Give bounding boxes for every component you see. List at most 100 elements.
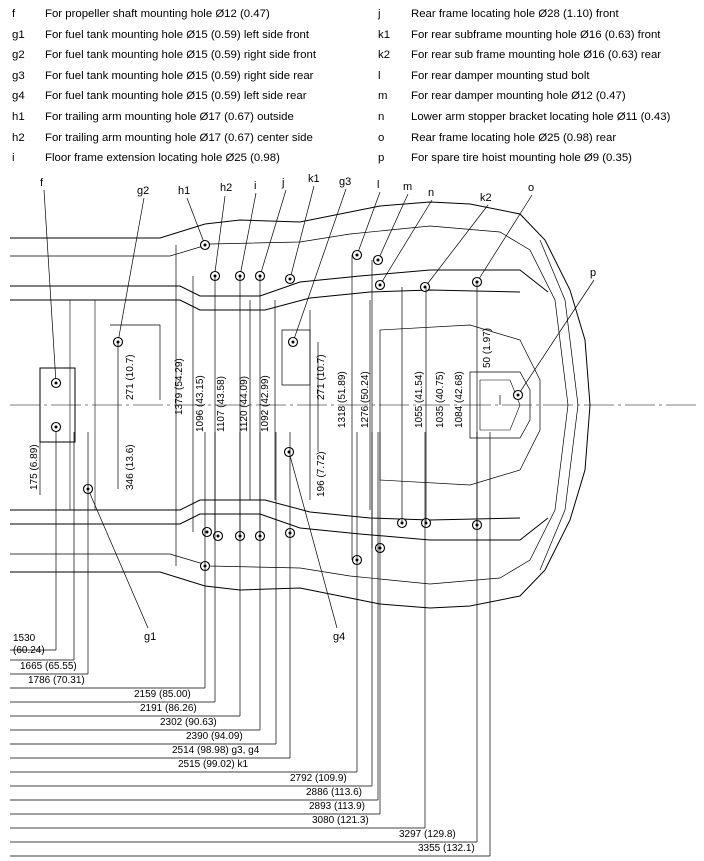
mounting-hole-center — [216, 534, 220, 538]
legend-code: h2 — [12, 131, 25, 144]
vehicle-floor-outline — [10, 201, 700, 609]
vdim-271-front: 271 (10.7) — [125, 354, 136, 400]
mounting-hole-center — [378, 283, 382, 287]
label-n: n — [428, 187, 434, 199]
legend-code: k2 — [378, 49, 391, 62]
legend-code: n — [378, 110, 385, 123]
legend-row: k2 For rear sub frame mounting hole Ø16 (… — [378, 45, 704, 66]
legend-code: p — [378, 152, 385, 165]
leader-lines — [43, 185, 595, 629]
mounting-hole-center — [54, 425, 58, 429]
hdim-2514: 2514 (98.98) g3, g4 — [172, 745, 260, 756]
hdim-2390: 2390 (94.09) — [186, 731, 243, 742]
vdim-1120: 1120 (44.09) — [239, 376, 250, 432]
legend-text: For fuel tank mounting hole Ø15 (0.59) l… — [45, 90, 307, 103]
legend-text: For fuel tank mounting hole Ø15 (0.59) r… — [45, 69, 314, 82]
legend-text: For spare tire hoist mounting hole Ø9 (0… — [411, 152, 632, 165]
vdim-175: 175 (6.89) — [29, 444, 40, 490]
legend-text: For trailing arm mounting hole Ø17 (0.67… — [45, 110, 294, 123]
legend-code: g2 — [12, 49, 25, 62]
legend-text: For rear subframe mounting hole Ø16 (0.6… — [411, 28, 661, 41]
legend-code: g1 — [12, 28, 25, 41]
legend-row: h1 For trailing arm mounting hole Ø17 (0.… — [12, 107, 382, 128]
legend-code: i — [12, 152, 15, 165]
legend-text: For rear sub frame mounting hole Ø16 (0.… — [411, 49, 662, 62]
mounting-hole-center — [54, 381, 58, 385]
legend-text: Rear frame locating hole Ø25 (0.98) rear — [411, 131, 617, 144]
hdim-1786: 1786 (70.31) — [28, 675, 85, 686]
legend-row: n Lower arm stopper bracket locating hole… — [378, 107, 704, 128]
mounting-hole-center — [376, 258, 380, 262]
legend-text: Floor frame extension locating hole Ø25 … — [45, 152, 280, 165]
legend-code: g3 — [12, 69, 25, 82]
legend-row: m For rear damper mounting hole Ø12 (0.47… — [378, 86, 704, 107]
hdim-2792: 2792 (109.9) — [290, 773, 347, 784]
hdim-3355: 3355 (132.1) — [418, 843, 475, 854]
vdim-1055: 1055 (41.54) — [414, 371, 425, 428]
mounting-hole-center — [205, 530, 209, 534]
legend-text: For rear damper mounting stud bolt — [411, 69, 590, 82]
vdim-1035: 1035 (40.75) — [435, 371, 446, 428]
label-m: m — [403, 181, 412, 193]
mounting-hole-center — [288, 277, 292, 281]
hdim-1530: 1530(60.24) — [13, 633, 45, 656]
vdim-1092: 1092 (42.99) — [260, 375, 271, 432]
legend-text: Rear frame locating hole Ø28 (1.10) fron… — [411, 8, 619, 20]
label-k1: k1 — [308, 173, 320, 185]
legend-text: For rear damper mounting hole Ø12 (0.47) — [411, 90, 626, 103]
vdim-1379: 1379 (54.29) — [174, 358, 185, 415]
vdim-271-rear: 271 (10.7) — [316, 354, 327, 400]
vdim-1096: 1096 (43.15) — [195, 375, 206, 432]
hdim-2515: 2515 (99.02) k1 — [178, 759, 248, 770]
legend-code: k1 — [378, 28, 391, 41]
label-i: i — [254, 180, 256, 192]
legend-row: j Rear frame locating hole Ø28 (1.10) fro… — [378, 4, 704, 25]
hdim-2302: 2302 (90.63) — [160, 717, 217, 728]
legend-code: h1 — [12, 110, 25, 123]
label-h2: h2 — [220, 182, 232, 194]
mounting-hole-center — [291, 340, 295, 344]
legend-row: k1 For rear subframe mounting hole Ø16 (0… — [378, 25, 704, 46]
legend-text: For propeller shaft mounting hole Ø12 (0… — [45, 8, 270, 20]
legend-text: For trailing arm mounting hole Ø17 (0.67… — [45, 131, 313, 144]
vdim-50: 50 (1.97) — [482, 328, 493, 368]
legend-text: Lower arm stopper bracket locating hole … — [411, 110, 671, 123]
legend-row: f For propeller shaft mounting hole Ø12 (… — [12, 4, 382, 25]
legend-code: m — [378, 90, 388, 103]
legend-code: f — [12, 8, 16, 20]
vdim-1084: 1084 (42.68) — [454, 371, 465, 428]
hdim-2886: 2886 (113.6) — [306, 787, 362, 798]
label-g4: g4 — [333, 631, 345, 643]
label-j: j — [281, 177, 284, 189]
legend-row: i Floor frame extension locating hole Ø25… — [12, 148, 382, 169]
hdim-2191: 2191 (86.26) — [140, 703, 197, 714]
dimension-lines — [10, 245, 501, 857]
legend-code: j — [378, 8, 381, 20]
vdim-196: 196 (7.72) — [316, 451, 327, 497]
legend-row: h2 For trailing arm mounting hole Ø17 (0.… — [12, 128, 382, 149]
mounting-hole-center — [355, 253, 359, 257]
legend-row: l For rear damper mounting stud bolt — [378, 66, 704, 87]
point-labels: f g2 h1 h2 i j k1 g3 l m n k2 o p g1 g4 — [40, 173, 596, 643]
legend-row: g3 For fuel tank mounting hole Ø15 (0.59)… — [12, 66, 382, 87]
legend-row: g4 For fuel tank mounting hole Ø15 (0.59)… — [12, 86, 382, 107]
hdim-1665: 1665 (65.55) — [20, 661, 77, 672]
hdim-3080: 3080 (121.3) — [312, 815, 369, 826]
mounting-hole-center — [516, 393, 520, 397]
hdim-3297: 3297 (129.8) — [399, 829, 456, 840]
legend-code: g4 — [12, 90, 25, 103]
hdim-2159: 2159 (85.00) — [134, 689, 191, 700]
vertical-dimensions: 175 (6.89) 271 (10.7) 346 (13.6) 1379 (5… — [29, 328, 493, 497]
label-o: o — [528, 182, 534, 194]
legend-right: j Rear frame locating hole Ø28 (1.10) fro… — [378, 4, 704, 169]
hdim-2893: 2893 (113.9) — [309, 801, 365, 812]
vdim-346: 346 (13.6) — [125, 444, 136, 490]
label-g1: g1 — [144, 631, 156, 643]
label-k2: k2 — [480, 192, 492, 204]
mounting-hole-center — [203, 243, 207, 247]
vdim-1107: 1107 (43.58) — [216, 376, 227, 432]
legend-code: l — [378, 69, 381, 82]
